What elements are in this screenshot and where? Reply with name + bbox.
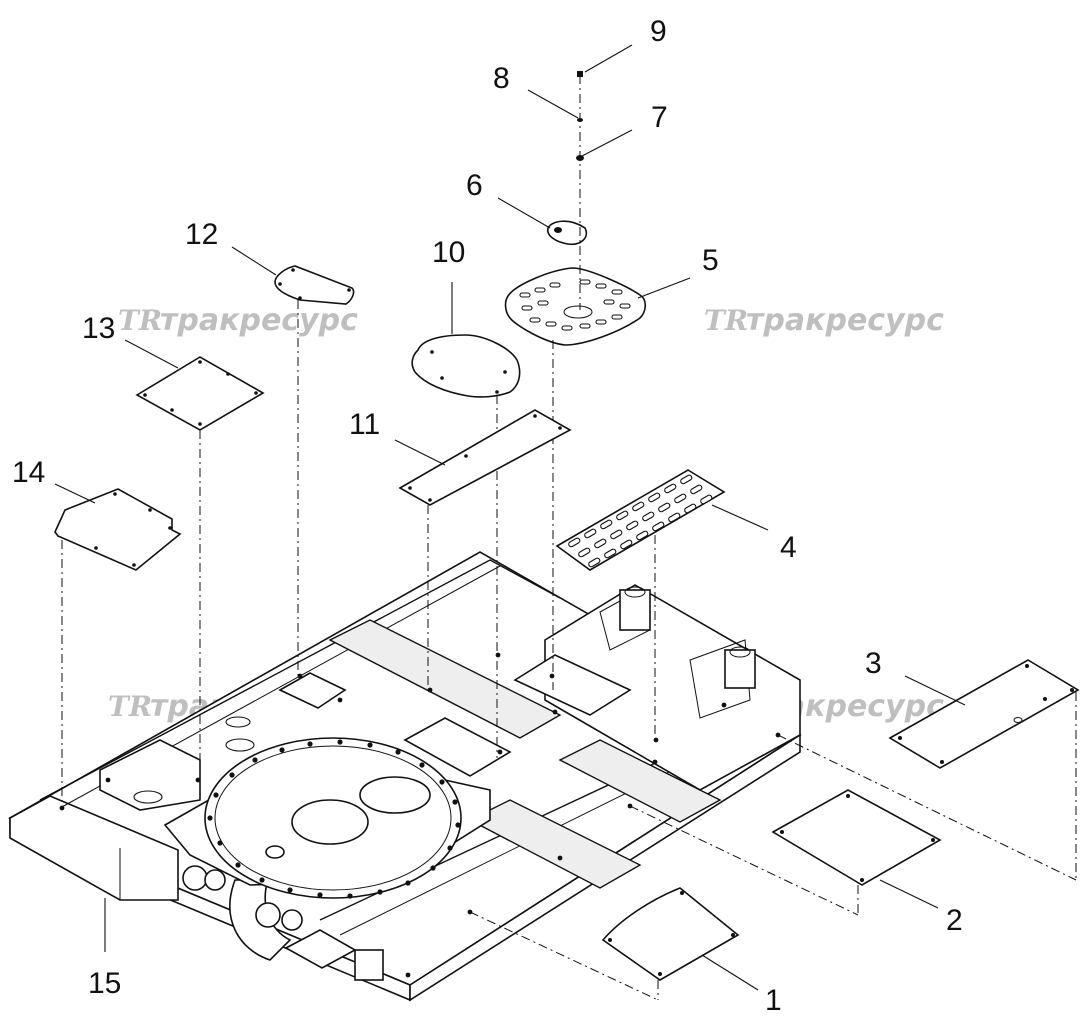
swing-bearing-plate <box>163 737 491 899</box>
frame-inner-rail-left <box>39 559 561 801</box>
cover-plate-2 <box>629 789 942 916</box>
bolt-9 <box>577 71 583 77</box>
callout-15: 15 <box>88 967 121 1000</box>
frame-bolt-holes <box>59 652 781 978</box>
cross-member-c <box>558 739 722 823</box>
vented-plate-4 <box>555 469 769 740</box>
frame-left-end-box <box>9 795 179 901</box>
strip-plate-11 <box>394 409 572 690</box>
vent-slots <box>568 474 713 568</box>
callout-8: 8 <box>493 62 510 95</box>
cross-member-b <box>468 799 642 889</box>
cover-plate-13 <box>124 339 265 780</box>
callout-5: 5 <box>702 244 719 277</box>
callout-11: 11 <box>349 408 380 441</box>
watermark-logo: TR <box>118 304 162 337</box>
underside-pin-right <box>255 902 281 928</box>
cover-plate-1 <box>469 887 759 1001</box>
slot-left-2 <box>225 738 255 752</box>
front-handle <box>354 949 384 981</box>
callout-9: 9 <box>650 15 667 48</box>
opening-center <box>513 654 632 716</box>
nut-7 <box>576 155 584 161</box>
center-hole <box>291 799 369 845</box>
watermark-logo: TR <box>704 304 748 337</box>
frame-left-block <box>99 739 201 811</box>
cap-6 <box>497 197 587 246</box>
callout-4: 4 <box>780 531 797 564</box>
watermark-text: тракресурс <box>160 303 358 338</box>
callout-7: 7 <box>651 101 668 134</box>
cover-plate-14 <box>54 483 182 808</box>
round-vent-slots <box>519 279 631 331</box>
callout-3: 3 <box>865 647 882 680</box>
callout-labels: 1 2 3 4 5 6 7 8 9 10 11 12 13 14 15 <box>12 15 963 1017</box>
tower-mount-right <box>724 649 756 689</box>
opening-mid <box>403 717 512 777</box>
callout-1: 1 <box>765 984 782 1017</box>
tower-mount-left <box>619 589 651 631</box>
slot-left <box>133 790 163 804</box>
frame-right-rear-box <box>544 584 801 791</box>
fastener-stack <box>527 44 633 310</box>
callout-14: 14 <box>12 456 45 489</box>
bolt-circle <box>207 739 461 899</box>
watermark-top-left: TR тракресурс <box>118 303 358 338</box>
cover-plate-12 <box>231 246 355 680</box>
watermark-top-right: TR тракресурс <box>704 303 944 338</box>
callout-2: 2 <box>946 904 963 937</box>
callout-6: 6 <box>466 169 483 202</box>
opening-left-plate-12 <box>278 672 347 709</box>
side-hole <box>359 776 431 814</box>
vent-plate-5 <box>504 267 691 690</box>
callout-10: 10 <box>432 236 465 269</box>
underside-pin-left <box>182 865 208 891</box>
cover-plate-3 <box>777 659 1080 881</box>
washer-8 <box>577 118 583 122</box>
watermark-text: тракресурс <box>746 303 944 338</box>
callout-13: 13 <box>82 312 115 345</box>
cross-member-a <box>328 619 562 739</box>
watermark-logo: TR <box>108 690 152 723</box>
callout-12: 12 <box>185 218 218 251</box>
